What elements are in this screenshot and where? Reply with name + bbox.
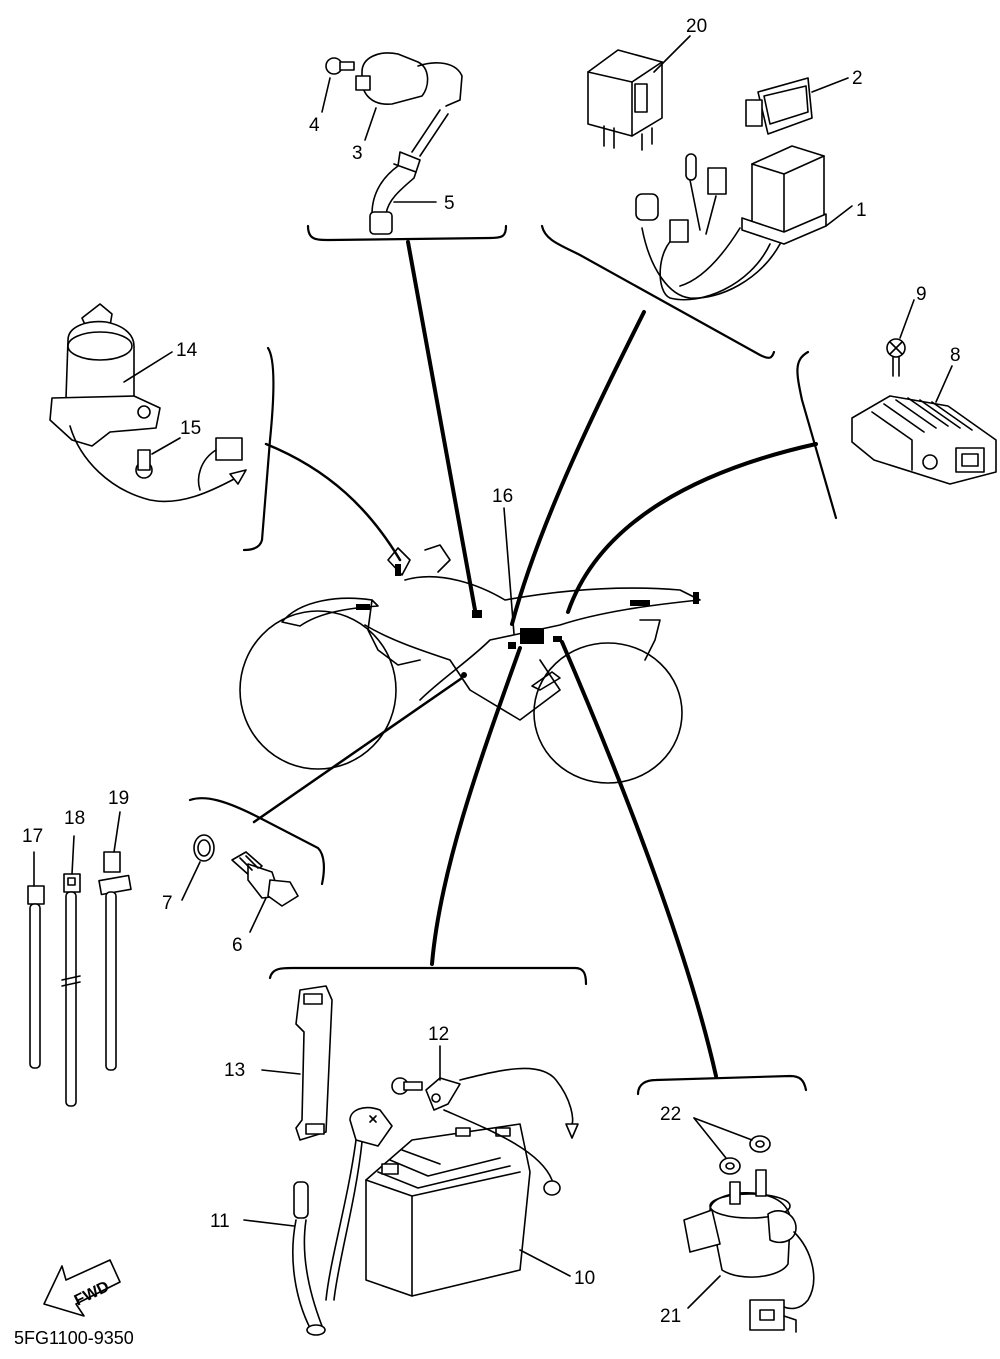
- main-switch: [49, 303, 247, 503]
- callout-22: 22: [660, 1104, 681, 1125]
- callout-17: 17: [22, 826, 43, 847]
- cable-tie-18: [61, 835, 81, 1107]
- leader-11: [243, 1219, 295, 1227]
- screw: [886, 338, 906, 377]
- motorcycle-silhouette: [239, 544, 701, 784]
- leader-15: [151, 437, 181, 455]
- callout-15: 15: [180, 418, 201, 439]
- leader-16: [503, 507, 515, 635]
- callout-9: 9: [916, 284, 927, 305]
- callout-4: 4: [309, 115, 320, 136]
- plug-cap: [369, 151, 421, 235]
- leader-20: [653, 35, 691, 73]
- callout-18: 18: [64, 808, 85, 829]
- leader-10: [519, 1249, 571, 1277]
- callout-2: 2: [852, 68, 863, 89]
- leader-22-a: [693, 1117, 727, 1159]
- leader-22-b: [693, 1117, 753, 1141]
- battery-breather-hose: [292, 1181, 326, 1336]
- leader-3: [364, 107, 377, 141]
- callout-11: 11: [210, 1211, 230, 1232]
- callout-19: 19: [108, 788, 129, 809]
- leader-13: [261, 1069, 301, 1075]
- diagram-code: 5FG1100-9350: [14, 1328, 134, 1348]
- ignition-coil: [355, 52, 463, 157]
- callout-13: 13: [224, 1060, 245, 1081]
- neutral-switch-group: [181, 834, 299, 933]
- callout-labels: 1 2 3 4 5 6 7 8 9 10 11 12 13 14 15 16 1…: [22, 16, 961, 1327]
- cable-ties: [27, 811, 132, 1107]
- forward-direction-arrow: FWD: [43, 1259, 121, 1317]
- cdi-unit: [635, 145, 827, 301]
- callout-7: 7: [162, 893, 173, 914]
- battery: [365, 1123, 531, 1297]
- callout-10: 10: [574, 1268, 595, 1289]
- group-brackets: [188, 224, 838, 1096]
- battery-group: [243, 985, 579, 1336]
- relay-unit: [587, 49, 663, 151]
- neutral-switch: [231, 851, 299, 907]
- rectifier-group: [851, 299, 997, 485]
- cable-tie-17: [27, 851, 45, 1069]
- cable-tie-19: [98, 811, 132, 1071]
- callout-3: 3: [352, 143, 363, 164]
- leader-9: [899, 299, 915, 339]
- leader-4: [321, 77, 331, 113]
- leader-2: [811, 77, 849, 93]
- callout-5: 5: [444, 193, 455, 214]
- rectifier-unit: [851, 395, 997, 485]
- callout-16: 16: [492, 486, 513, 507]
- coupler-small: [197, 437, 243, 491]
- nut-right: [749, 1135, 771, 1153]
- battery-cable-negative: [391, 1067, 579, 1196]
- callout-14: 14: [176, 340, 198, 361]
- battery-band: [295, 985, 333, 1141]
- leader-1: [825, 205, 853, 227]
- cdi-group: [587, 35, 853, 301]
- ignition-coil-group: [321, 52, 463, 235]
- callout-12: 12: [428, 1024, 449, 1045]
- gasket: [193, 834, 215, 862]
- callout-6: 6: [232, 935, 243, 956]
- leader-8: [935, 365, 953, 403]
- leader-6: [249, 897, 267, 933]
- bolt-small: [135, 449, 153, 479]
- leader-7: [181, 861, 201, 901]
- nut-left: [719, 1157, 741, 1175]
- battery-cable-positive: [325, 1106, 393, 1301]
- callout-21: 21: [660, 1306, 681, 1327]
- callout-20: 20: [686, 16, 707, 37]
- starter-relay-group: [683, 1117, 815, 1333]
- callout-8: 8: [950, 345, 961, 366]
- coupler: [745, 77, 813, 135]
- bolt: [325, 57, 355, 75]
- main-switch-group: [49, 303, 247, 503]
- starter-relay: [683, 1169, 815, 1333]
- callout-1: 1: [856, 200, 867, 221]
- leader-21: [687, 1275, 721, 1309]
- leader-14: [123, 351, 173, 383]
